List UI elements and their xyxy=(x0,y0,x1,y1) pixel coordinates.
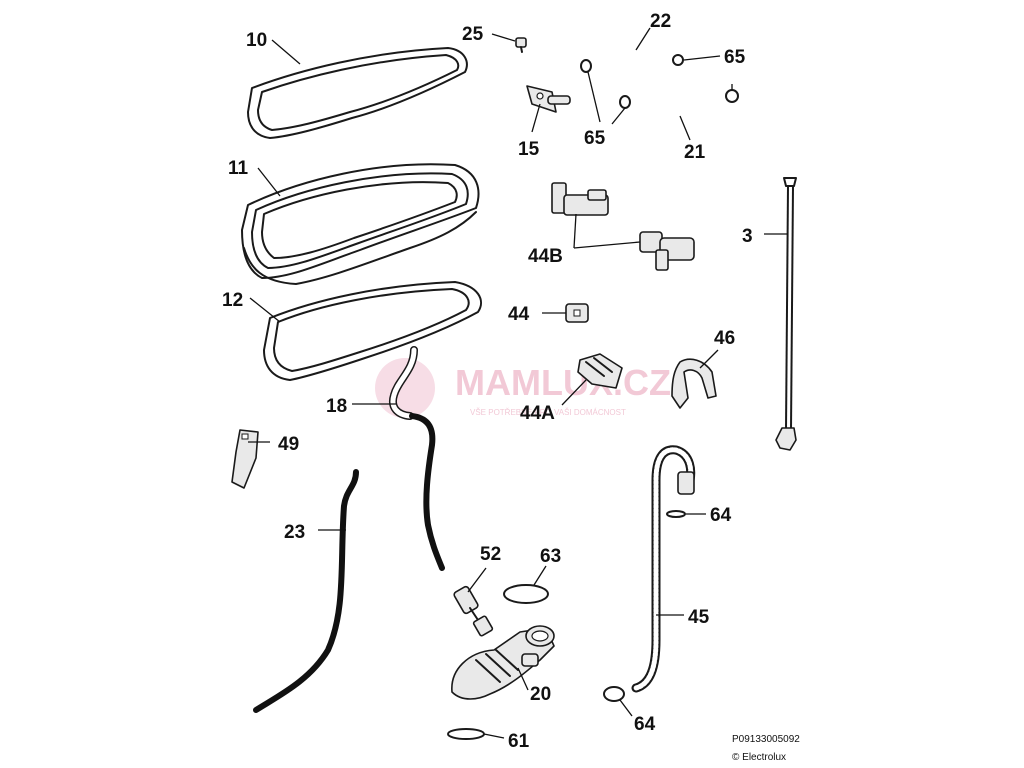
diagram-code: P09133005092 xyxy=(732,734,800,745)
part-44a-terminal-block xyxy=(577,353,623,389)
part-44b-connectors xyxy=(551,182,695,271)
label-part-44a: 44A xyxy=(520,403,555,424)
label-part-44: 44 xyxy=(508,304,530,325)
part-49-bracket xyxy=(231,429,259,489)
part-20-sump-pipe xyxy=(451,625,555,700)
part-64-clamps xyxy=(603,510,686,702)
label-part-20: 20 xyxy=(530,684,551,705)
leader-lines xyxy=(248,27,788,739)
part-46-hose-guide xyxy=(671,358,717,409)
part-25-pin xyxy=(515,37,527,53)
label-part-65-b: 65 xyxy=(584,128,606,149)
label-part-18: 18 xyxy=(326,396,347,417)
label-part-11: 11 xyxy=(228,158,249,179)
label-part-23: 23 xyxy=(284,522,305,543)
label-part-21: 21 xyxy=(684,142,706,163)
label-part-22: 22 xyxy=(650,11,671,32)
label-part-52: 52 xyxy=(480,544,501,565)
label-part-63: 63 xyxy=(540,546,561,567)
part-12-seal-frame xyxy=(263,281,483,381)
part-11-frame xyxy=(241,163,480,285)
part-63-clamp xyxy=(503,584,549,604)
part-18-hose xyxy=(389,346,418,420)
label-part-65-a: 65 xyxy=(724,47,746,68)
part-21-hose xyxy=(670,89,687,119)
part-10-seal-frame xyxy=(247,47,468,139)
label-part-44b: 44B xyxy=(528,246,563,267)
label-part-64-a: 64 xyxy=(710,505,732,526)
part-23-hose xyxy=(253,469,359,713)
part-65-rings xyxy=(580,54,739,109)
label-part-49: 49 xyxy=(278,434,299,455)
part-22-hose xyxy=(627,46,646,87)
footer: P09133005092 © Electrolux xyxy=(732,734,800,763)
label-part-46: 46 xyxy=(714,328,735,349)
part-44-clip xyxy=(565,303,589,323)
label-part-61: 61 xyxy=(508,731,530,752)
watermark-mascot xyxy=(375,358,435,418)
label-part-3: 3 xyxy=(742,226,753,247)
label-part-64-b: 64 xyxy=(634,714,656,735)
callout-labels: 10 11 12 25 22 65 65 15 21 3 44B 44 46 4… xyxy=(222,11,753,752)
label-part-15: 15 xyxy=(518,139,540,160)
label-part-45: 45 xyxy=(688,607,710,628)
part-52-sensor xyxy=(453,585,494,637)
label-part-12: 12 xyxy=(222,290,243,311)
part-15-bracket xyxy=(526,85,571,113)
label-part-25: 25 xyxy=(462,24,484,45)
watermark-tagline: VŠE POTŘEBNÉ PRO VAŠI DOMÁCNOST xyxy=(470,408,626,417)
copyright: © Electrolux xyxy=(732,752,786,763)
part-45-drain-hose xyxy=(631,445,696,693)
part-61-clamp xyxy=(447,728,485,740)
label-part-10: 10 xyxy=(246,30,267,51)
part-3-rod xyxy=(775,177,797,451)
watermark-brand: MAMLUX.CZ xyxy=(455,362,671,403)
part-18-drain-hose xyxy=(409,413,445,571)
